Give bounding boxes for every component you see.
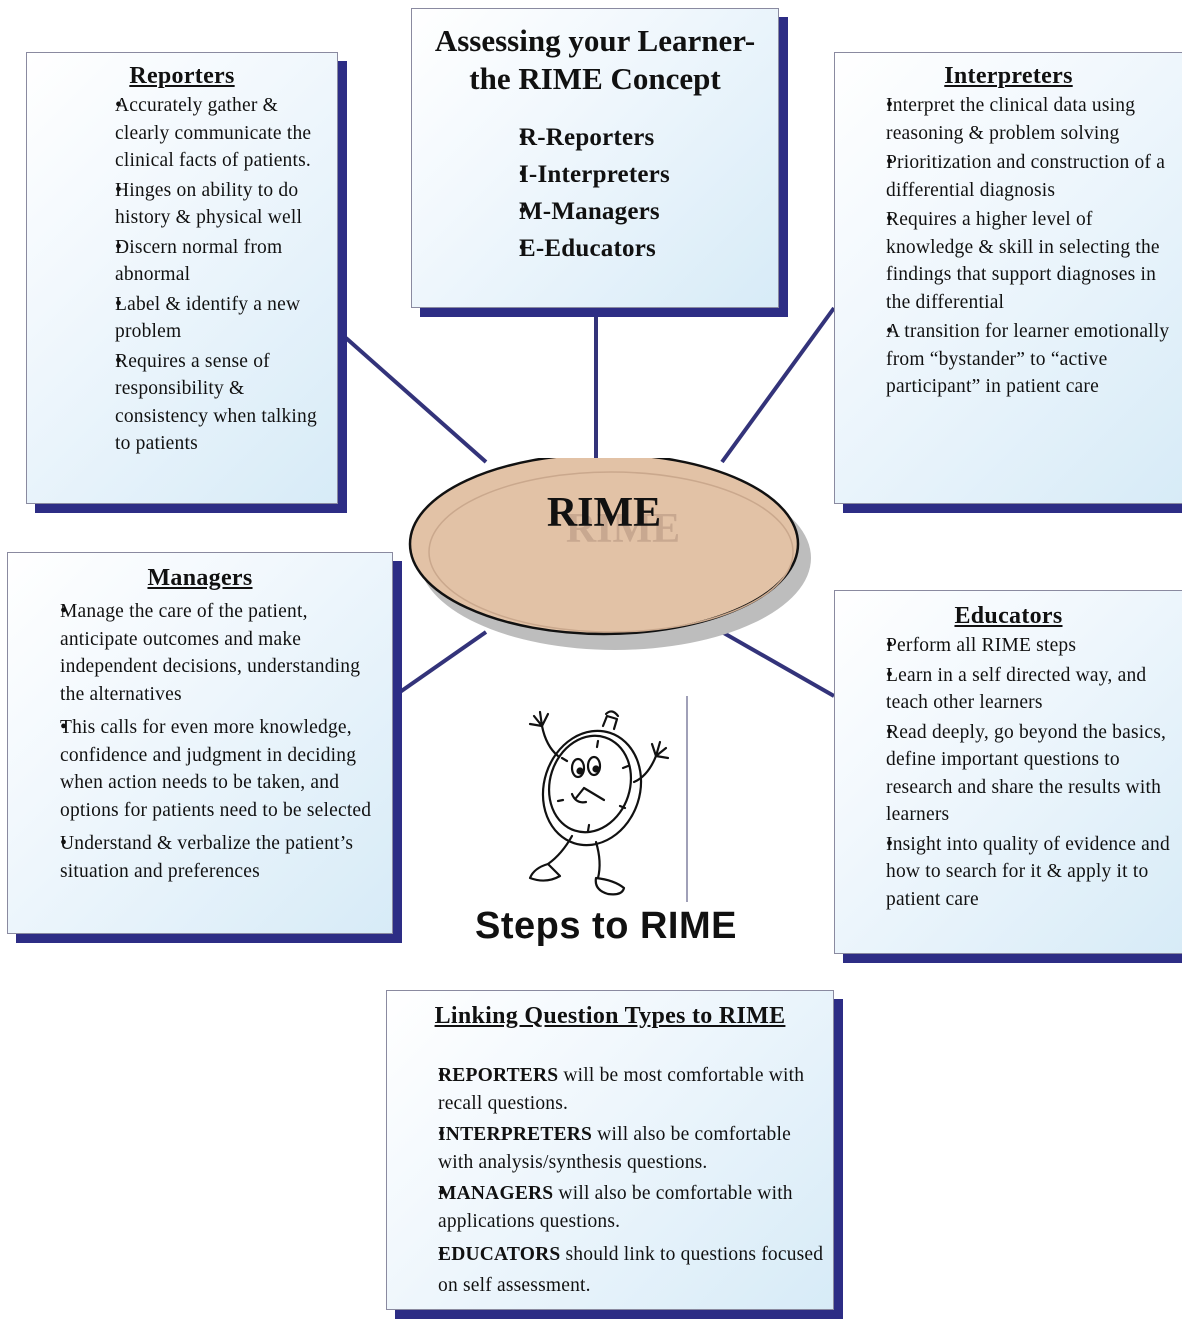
educators-box: Educators Perform all RIME steps Learn i… [834, 590, 1182, 954]
reporters-item: Discern normal from abnormal [77, 234, 329, 289]
linking-list: REPORTERS will be most comfortable with … [401, 1062, 825, 1301]
concept-item: M-Managers [482, 194, 778, 229]
interpreters-item: Prioritization and construction of a dif… [849, 149, 1178, 204]
linking-term: EDUCATORS [438, 1244, 561, 1265]
connector-managers [398, 630, 488, 694]
educators-item: Insight into quality of evidence and how… [849, 831, 1178, 914]
linking-item: EDUCATORS should link to questions focus… [401, 1239, 825, 1301]
linking-term: MANAGERS [438, 1183, 554, 1204]
educators-item: Perform all RIME steps [849, 632, 1178, 660]
interpreters-item: Interpret the clinical data using reason… [849, 92, 1178, 147]
reporters-list: Accurately gather & clearly communicate … [77, 92, 329, 458]
reporters-title: Reporters [129, 63, 235, 89]
reporters-box: Reporters Accurately gather & clearly co… [26, 52, 338, 504]
concept-item: I-Interpreters [482, 157, 778, 192]
connector-reporters [344, 336, 488, 464]
linking-item: REPORTERS will be most comfortable with … [401, 1062, 825, 1117]
reporters-item: Accurately gather & clearly communicate … [77, 92, 329, 175]
managers-item: This calls for even more knowledge, conf… [24, 714, 384, 824]
rime-center-shadow-label: RIME [566, 506, 680, 552]
linking-text: should link to questions focused on self… [438, 1244, 824, 1296]
reporters-item: Label & identify a new problem [77, 291, 329, 346]
connector-interpreters [720, 306, 836, 464]
linking-text: will also be comfortable with analysis/s… [438, 1124, 791, 1173]
linking-item: INTERPRETERS will also be comfortable wi… [401, 1121, 825, 1176]
linking-term: REPORTERS [438, 1065, 559, 1086]
linking-text: will also be comfortable with applicatio… [438, 1183, 793, 1232]
linking-title: Linking Question Types to RIME [434, 1003, 786, 1029]
interpreters-item: A transition for learner emotionally fro… [849, 318, 1178, 401]
concept-title-line2: the RIME Concept [469, 61, 721, 96]
concept-list: R-Reporters I-Interpreters M-Managers E-… [482, 120, 778, 266]
concept-box: Assessing your Learner- the RIME Concept… [411, 8, 779, 308]
interpreters-title: Interpreters [944, 63, 1073, 89]
managers-title: Managers [147, 565, 253, 591]
reporters-item: Hinges on ability to do history & physic… [77, 177, 329, 232]
linking-term: INTERPRETERS [438, 1124, 593, 1145]
managers-item: Understand & verbalize the patient’s sit… [24, 830, 384, 885]
linking-box: Linking Question Types to RIME REPORTERS… [386, 990, 834, 1310]
interpreters-list: Interpret the clinical data using reason… [849, 92, 1178, 401]
running-clock-icon [528, 696, 688, 902]
managers-item: Manage the care of the patient, anticipa… [24, 598, 384, 708]
managers-list: Manage the care of the patient, anticipa… [24, 598, 384, 885]
connector-educators [721, 630, 835, 698]
educators-item: Read deeply, go beyond the basics, defin… [849, 719, 1178, 829]
managers-box: Managers Manage the care of the patient,… [7, 552, 393, 934]
rime-center-label: RIME [547, 490, 661, 536]
linking-text: will be most comfortable with recall que… [438, 1065, 805, 1114]
concept-item: E-Educators [482, 231, 778, 266]
reporters-item: Requires a sense of responsibility & con… [77, 348, 329, 458]
interpreters-item: Requires a higher level of knowledge & s… [849, 206, 1178, 316]
educators-list: Perform all RIME steps Learn in a self d… [849, 632, 1178, 913]
educators-item: Learn in a self directed way, and teach … [849, 662, 1178, 717]
educators-title: Educators [954, 603, 1063, 629]
interpreters-box: Interpreters Interpret the clinical data… [834, 52, 1182, 504]
concept-title: Assessing your Learner- the RIME Concept [412, 22, 778, 98]
concept-item: R-Reporters [482, 120, 778, 155]
steps-caption: Steps to RIME [475, 905, 737, 947]
concept-title-line1: Assessing your Learner- [434, 23, 756, 58]
linking-item: MANAGERS will also be comfortable with a… [401, 1180, 825, 1235]
rime-center-ellipse: RIME RIME [408, 458, 811, 650]
